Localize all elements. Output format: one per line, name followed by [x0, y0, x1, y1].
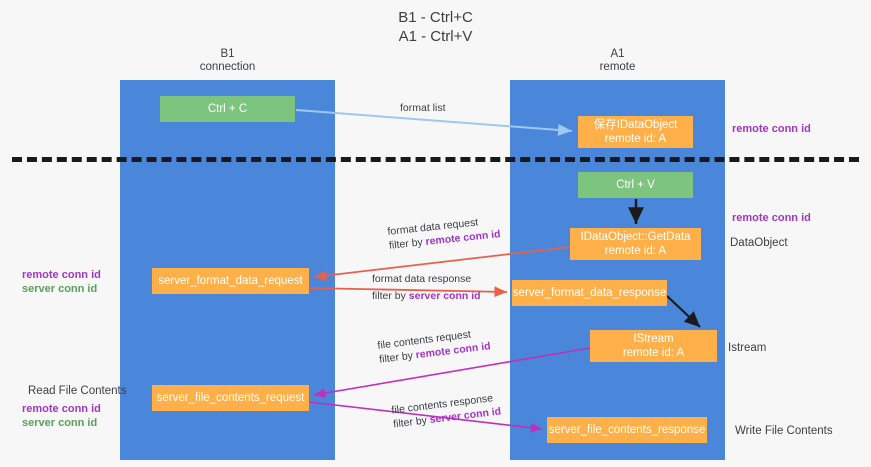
edge-label-file-contents-request-filter-prefix: filter by: [378, 349, 417, 366]
node-server-format-data-request[interactable]: server_format_data_request: [152, 268, 309, 294]
node-ctrl-c[interactable]: Ctrl + C: [160, 96, 295, 122]
node-idataobject-getdata[interactable]: IDataObject::GetData remote id: A: [570, 228, 701, 260]
label-left-server-conn-id: server conn id: [22, 283, 98, 295]
node-idataobject-getdata-line1: IDataObject::GetData: [580, 231, 691, 243]
lane-b1-role: connection: [199, 61, 256, 73]
node-server-file-contents-response-label: server_file_contents_response: [548, 424, 706, 436]
label-right-write-file-contents: Write File Contents: [735, 425, 833, 437]
edge-label-format-data-response: format data response filter by server co…: [372, 272, 481, 303]
edge-label-format-data-response-text: format data response: [372, 273, 472, 285]
phase-divider: [12, 157, 859, 162]
node-server-file-contents-request-label: server_file_contents_request: [156, 392, 305, 404]
page-title-line1: B1 - Ctrl+C: [398, 9, 473, 26]
label-right-istream: Istream: [728, 342, 767, 354]
label-left-read-file-contents: Read File Contents: [28, 385, 127, 397]
edge-label-file-contents-request: file contents request filter by remote c…: [377, 325, 492, 366]
node-istream-line2: remote id: A: [622, 347, 685, 359]
node-idataobject-getdata-line2: remote id: A: [604, 245, 667, 257]
edge-label-format-data-response-filter-prefix: filter by: [372, 290, 409, 302]
node-ctrl-v[interactable]: Ctrl + V: [578, 172, 693, 198]
edge-label-format-data-request-filter-prefix: filter by: [388, 236, 427, 252]
lane-a1-role: remote: [599, 61, 636, 73]
label-left-remote-conn-id: remote conn id: [22, 269, 101, 281]
lane-a1-name: A1: [610, 48, 625, 60]
label-left-conn-ids-bottom: remote conn id server conn id: [22, 402, 101, 430]
page-title-line2: A1 - Ctrl+V: [398, 28, 473, 45]
label-right-remote-conn-id-top: remote conn id: [732, 123, 811, 135]
node-server-file-contents-request[interactable]: server_file_contents_request: [152, 385, 309, 411]
node-save-idataobject[interactable]: 保存IDataObject remote id: A: [578, 116, 693, 148]
node-server-file-contents-response[interactable]: server_file_contents_response: [547, 417, 707, 443]
edge-label-format-list-text: format list: [400, 102, 446, 114]
node-server-format-data-request-label: server_format_data_request: [158, 275, 303, 287]
node-istream-line1: IStream: [633, 333, 674, 345]
edge-label-file-contents-response: file contents response filter by server …: [391, 390, 502, 431]
node-save-idataobject-line1: 保存IDataObject: [593, 119, 678, 131]
node-server-format-data-response-label: server_format_data_response: [512, 287, 667, 299]
label-left-conn-ids-top: remote conn id server conn id: [22, 268, 101, 296]
lane-b1-heading: B1 connection: [120, 48, 335, 74]
edge-label-file-contents-response-filter-prefix: filter by: [392, 414, 431, 431]
node-istream[interactable]: IStream remote id: A: [590, 330, 717, 362]
edge-label-format-list: format list: [400, 101, 446, 115]
label-right-remote-conn-id-mid: remote conn id: [732, 212, 811, 224]
label-left-remote-conn-id-2: remote conn id: [22, 403, 101, 415]
label-left-server-conn-id-2: server conn id: [22, 417, 98, 429]
lane-a1-heading: A1 remote: [510, 48, 725, 74]
node-ctrl-v-label: Ctrl + V: [616, 179, 655, 191]
edge-label-format-data-response-filter-key: server conn id: [408, 290, 481, 302]
lane-b1-name: B1: [220, 48, 235, 60]
node-server-format-data-response[interactable]: server_format_data_response: [512, 280, 667, 306]
label-right-dataobject: DataObject: [730, 237, 788, 249]
node-ctrl-c-label: Ctrl + C: [207, 103, 248, 115]
node-save-idataobject-line2: remote id: A: [604, 133, 667, 145]
page-title: B1 - Ctrl+C A1 - Ctrl+V: [0, 8, 871, 46]
edge-label-format-data-request: format data request filter by remote con…: [387, 213, 501, 253]
